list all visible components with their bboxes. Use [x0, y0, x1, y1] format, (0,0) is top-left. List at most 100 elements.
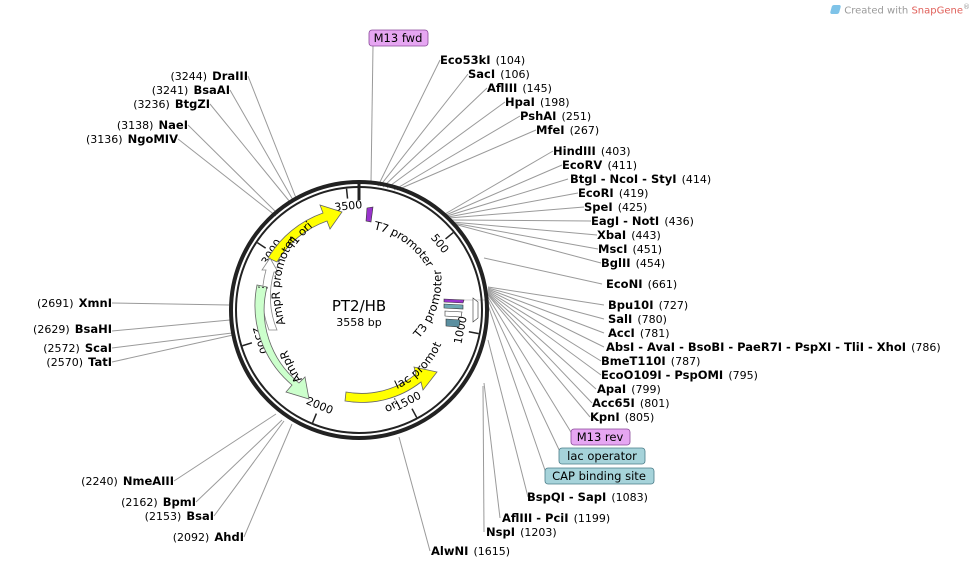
lac-operator-label: lac operator — [567, 449, 637, 463]
m13-rev-label: M13 rev — [577, 430, 624, 444]
restriction-site-label: Bpu10I (727) — [608, 294, 688, 313]
site-name: NgoMIV — [128, 132, 178, 146]
credit-prefix: Created with — [844, 5, 909, 17]
cap-site-box: CAP binding site — [544, 467, 655, 485]
site-position: (780) — [637, 313, 667, 326]
restriction-site-label: (2572) ScaI — [43, 337, 112, 356]
site-position: (795) — [728, 369, 758, 382]
cap-site-label: CAP binding site — [552, 469, 646, 483]
restriction-site-label: SacI (106) — [468, 63, 530, 82]
restriction-site-label: SpeI (425) — [584, 196, 647, 215]
site-position: (2162) — [121, 496, 158, 509]
site-position: (2153) — [145, 510, 182, 523]
site-position: (251) — [562, 110, 592, 123]
restriction-site-label: AccI (781) — [608, 322, 670, 341]
site-name: AhdI — [214, 530, 244, 544]
site-position: (787) — [671, 355, 701, 368]
restriction-site-label: EagI - NotI (436) — [591, 210, 694, 229]
credit-mark: ® — [963, 3, 970, 11]
site-name: SalI — [608, 312, 632, 326]
site-name: BpmI — [163, 495, 196, 509]
site-name: AflIII - PciI — [502, 511, 569, 525]
site-position: (661) — [648, 278, 678, 291]
restriction-site-label: AlwNI (1615) — [431, 540, 510, 559]
tick-label: 500 — [428, 231, 451, 255]
site-name: AflIII — [487, 81, 517, 95]
site-position: (1615) — [473, 545, 510, 558]
restriction-site-label: (2240) NmeAIII — [81, 470, 174, 489]
restriction-site-label: HpaI (198) — [505, 91, 570, 110]
site-name: BtgI - NcoI - StyI — [570, 172, 677, 186]
site-position: (443) — [631, 229, 661, 242]
site-name: ApaI — [597, 382, 626, 396]
restriction-site-label: (3236) BtgZI — [133, 93, 210, 112]
site-position: (198) — [540, 96, 570, 109]
site-name: BsaI — [186, 509, 214, 523]
restriction-site-label: (2162) BpmI — [121, 491, 196, 510]
site-position: (2629) — [33, 323, 70, 336]
mcs-feature-blocks — [365, 206, 479, 328]
site-position: (454) — [636, 257, 666, 270]
site-position: (403) — [601, 145, 631, 158]
m13-fwd-box: M13 fwd — [368, 29, 429, 47]
lac-operator-box: lac operator — [558, 447, 646, 465]
site-position: (106) — [500, 68, 530, 81]
tick-mark — [445, 231, 454, 240]
plasmid-name: PT2/HB — [332, 297, 386, 315]
tick-mark — [411, 408, 418, 418]
restriction-site-label: (3136) NgoMIV — [86, 128, 178, 147]
ori-arrow — [344, 366, 438, 403]
restriction-site-label: EcoO109I - PspOMI (795) — [601, 364, 758, 383]
restriction-site-label: BtgI - NcoI - StyI (414) — [570, 168, 711, 187]
tick-label: 3500 — [334, 198, 363, 214]
restriction-site-label: EcoNI (661) — [606, 273, 677, 292]
m13-fwd-label: M13 fwd — [374, 31, 423, 45]
site-name: MfeI — [536, 123, 565, 137]
site-name: EcoNI — [606, 277, 642, 291]
restriction-site-label: EcoRI (419) — [578, 182, 648, 201]
site-name: AccI — [608, 326, 635, 340]
site-name: MscI — [598, 242, 627, 256]
credit-brand: SnapGene — [911, 5, 963, 17]
restriction-site-label: PshAI (251) — [520, 105, 591, 124]
restriction-site-label: BmeT110I (787) — [601, 350, 700, 369]
site-position: (2240) — [81, 475, 118, 488]
site-name: BspQI - SapI — [527, 490, 606, 504]
tick-mark — [345, 188, 349, 199]
restriction-site-label: (3244) DraIII — [171, 65, 249, 84]
site-name: HpaI — [505, 95, 535, 109]
site-position: (436) — [664, 215, 694, 228]
site-name: SacI — [468, 67, 495, 81]
restriction-site-label: KpnI (805) — [590, 406, 654, 425]
site-position: (3241) — [152, 84, 189, 97]
restriction-site-label: MfeI (267) — [536, 119, 599, 138]
site-name: PshAI — [520, 109, 556, 123]
site-position: (2570) — [46, 356, 83, 369]
restriction-site-label: Eco53kI (104) — [440, 49, 525, 68]
site-name: EcoRI — [578, 186, 614, 200]
site-name: DraIII — [212, 69, 248, 83]
restriction-site-label: EcoRV (411) — [562, 154, 637, 173]
t7-promoter-label: T7 promoter — [372, 218, 437, 270]
site-position: (3244) — [171, 70, 208, 83]
site-position: (1199) — [574, 512, 611, 525]
restriction-site-label: MscI (451) — [598, 238, 662, 257]
restriction-site-label: BspQI - SapI (1083) — [527, 486, 648, 505]
site-name: EagI - NotI — [591, 214, 659, 228]
site-name: BsaAI — [193, 83, 230, 97]
site-name: EcoO109I - PspOMI — [601, 368, 723, 382]
site-leader-lines — [111, 45, 605, 552]
site-name: ScaI — [85, 341, 112, 355]
site-position: (104) — [496, 54, 526, 67]
restriction-site-label: (2092) AhdI — [173, 526, 244, 545]
ampr-arrow — [254, 284, 310, 400]
site-name: Acc65I — [592, 396, 635, 410]
site-name: TatI — [88, 355, 112, 369]
site-name: KpnI — [590, 410, 620, 424]
site-name: AlwNI — [431, 544, 468, 558]
restriction-site-label: (2691) XmnI — [37, 292, 112, 311]
m13-rev-box: M13 rev — [570, 428, 631, 446]
site-name: BglII — [601, 256, 631, 270]
f1-ori-arrow — [267, 204, 343, 263]
